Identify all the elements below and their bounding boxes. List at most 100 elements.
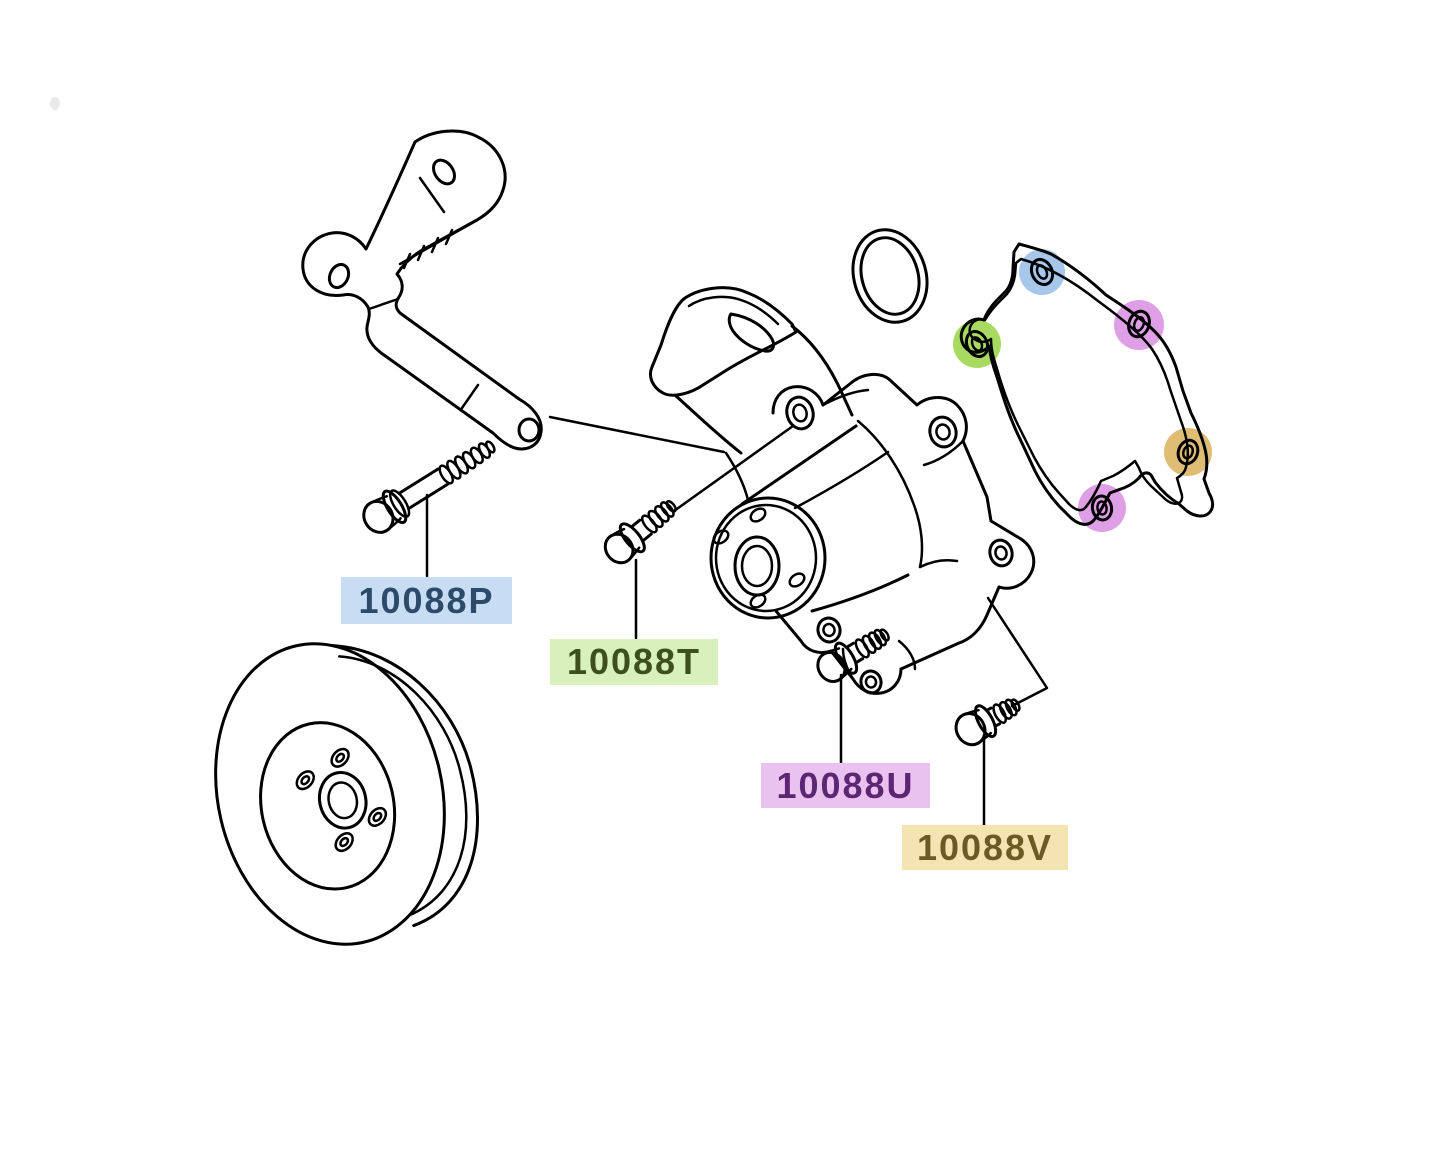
bracket-bend-line <box>367 297 400 311</box>
pump-boss-hole <box>859 669 883 695</box>
pulley-inner-face <box>259 721 397 891</box>
pulley-hub-bore <box>327 781 359 820</box>
water-pump-part <box>648 286 1036 695</box>
scan-artifact <box>50 97 60 110</box>
bolt-washer <box>833 641 859 675</box>
bolt-thread <box>1004 698 1018 717</box>
bolt-10088p <box>362 440 496 534</box>
pulley-part <box>214 642 479 946</box>
pump-inlet-flange <box>648 286 798 397</box>
gasket-hole <box>964 329 990 359</box>
pump-boss-bore <box>792 403 808 423</box>
pump-boss-bore <box>822 622 836 638</box>
pump-flange-hole <box>749 507 767 523</box>
bolt-washer <box>973 704 998 739</box>
pump-plate-ear-bottom <box>829 649 903 695</box>
bolt-thread <box>873 628 888 647</box>
gasket-hole-bore <box>1132 315 1146 333</box>
gasket-highlight-magenta-top <box>1114 300 1164 350</box>
pulley-hole <box>330 747 350 768</box>
pump-flange-hole <box>749 593 767 609</box>
bracket-hole-left <box>327 262 351 290</box>
bolt-tip <box>485 440 496 454</box>
pump-cylinder-top-2 <box>793 450 890 510</box>
bracket-crease-top <box>418 176 446 214</box>
pump-boss-hole <box>816 616 842 644</box>
pump-inlet-mouth <box>727 312 776 353</box>
pump-boss-bore <box>935 423 951 441</box>
gasket-highlight-green <box>953 320 1001 368</box>
gasket-bolt-holes <box>964 257 1200 522</box>
pump-cylinder-top <box>740 424 858 506</box>
bolt-tip <box>879 628 890 642</box>
bracket-hole-end <box>517 417 541 443</box>
bolt-shank <box>845 641 865 664</box>
pulley-hub <box>317 771 368 830</box>
pump-neck-base <box>724 451 750 502</box>
pulley-rim-outer <box>331 644 479 928</box>
mounting-bracket-part <box>301 129 543 451</box>
bolt-thread <box>992 703 1008 724</box>
pump-flange-hole <box>712 529 730 545</box>
pulley-hole-bore <box>372 811 383 823</box>
bolt-10088v <box>954 698 1021 747</box>
part-label-10088u[interactable]: 10088U <box>761 763 930 808</box>
bolt-tip <box>1010 698 1021 712</box>
pump-bolt-bosses <box>785 395 1014 695</box>
o-ring-inner <box>859 236 921 316</box>
bolt-10088u <box>816 628 890 683</box>
bracket-crease-arm <box>460 383 480 410</box>
bolt-thread <box>998 700 1013 720</box>
pump-plate-right <box>961 439 1036 590</box>
bolt-shank <box>397 467 450 511</box>
bracket-hatch-ticks <box>402 228 454 270</box>
gasket-part <box>953 242 1214 532</box>
pulley-hole-bore <box>339 836 350 848</box>
gasket-hole <box>1090 494 1114 522</box>
gasket-hole-bore <box>1035 264 1049 280</box>
bolt-shank <box>630 518 653 542</box>
bolt-thread <box>653 505 670 523</box>
part-label-10088p[interactable]: 10088P <box>341 577 512 624</box>
bolt-shank <box>985 706 1001 728</box>
pump-plate-inner-top <box>821 388 870 407</box>
bolt-head-side <box>962 708 993 745</box>
bolt-tip <box>665 500 677 513</box>
pump-foot-line-2 <box>897 639 917 671</box>
pump-cylinder-bottom <box>810 573 910 613</box>
pump-boss-top <box>771 385 825 415</box>
pump-plate-bottom-right <box>899 585 1001 671</box>
part-label-10088v[interactable]: 10088V <box>902 825 1068 870</box>
bolt-washer-inner <box>388 489 411 518</box>
pulley-hole-bore <box>300 775 311 786</box>
gasket-highlight-blue <box>1019 249 1065 295</box>
bolt-head-side <box>369 495 402 532</box>
o-ring-outer <box>851 228 929 324</box>
pump-boss-bore <box>994 545 1008 561</box>
bolt-head-side <box>823 647 853 681</box>
bracket-outline <box>301 129 543 451</box>
pulley-hole <box>367 806 388 827</box>
gasket-outline-outer <box>959 242 1214 526</box>
pulley-bolt-holes <box>295 747 388 853</box>
gasket-hole-bore <box>1096 500 1108 516</box>
pump-flange <box>709 496 827 620</box>
bolt-head-side <box>609 527 641 561</box>
bolt-thread <box>659 501 675 518</box>
pump-boss-hole <box>785 395 815 431</box>
gasket-hole <box>1127 309 1151 339</box>
pump-volute-line <box>856 419 924 569</box>
pump-volute-line-2 <box>918 559 959 569</box>
part-label-10088t[interactable]: 10088T <box>550 639 718 685</box>
pump-flange-inner <box>714 503 818 613</box>
gasket-hole <box>1176 438 1200 466</box>
bolt-washer <box>381 489 408 525</box>
bolt-thread <box>867 631 883 650</box>
gasket-hole-bore <box>1181 444 1195 460</box>
pulley-face <box>214 642 446 946</box>
pump-plate-top <box>821 373 968 443</box>
bracket-hole-top <box>432 158 456 186</box>
pulley-rim-groove <box>338 655 468 917</box>
